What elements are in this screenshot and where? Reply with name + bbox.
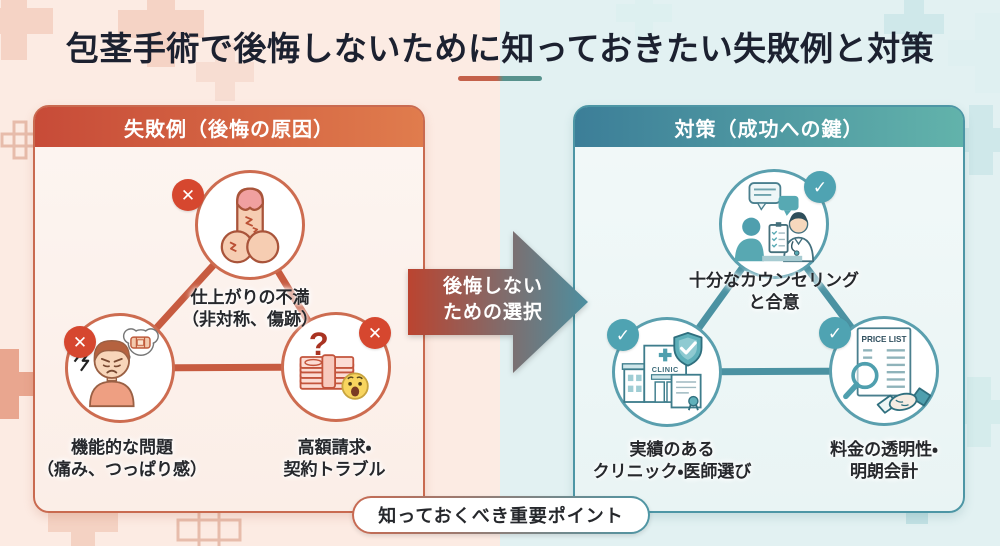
measure-panel-header: 対策（成功への鍵） (575, 107, 963, 147)
x-mark-badge: ✕ (359, 317, 391, 349)
failure-label-money: 高額請求・ 契約トラブル (283, 438, 386, 480)
measure-label-counseling: 十分なカウンセリング と合意 (689, 271, 859, 313)
failure-label-pain: 機能的な問題 （痛み、つっぱり感） (37, 438, 207, 480)
surgery-result-icon (220, 187, 280, 264)
measure-label-price: 料金の透明性・ 明朗会計 (830, 440, 938, 482)
failure-node-result (195, 170, 305, 280)
failure-label-result: 仕上がりの不満 （非対称、傷跡） (182, 288, 318, 330)
price-list-title: PRICE LIST (862, 335, 907, 344)
failure-node-pain (65, 313, 175, 423)
x-mark-badge: ✕ (172, 179, 204, 211)
x-mark: ✕ (367, 323, 383, 343)
question-mark: ? (309, 325, 329, 362)
failure-panel-title: 失敗例（後悔の原因） (124, 118, 334, 141)
failure-panel-header: 失敗例（後悔の原因） (35, 107, 423, 147)
measure-panel: 対策（成功への鍵） (573, 105, 965, 513)
clinic-icon: CLINIC (621, 332, 703, 411)
arrow-label: 後悔しない ための選択 (442, 276, 543, 323)
check-mark: ✓ (827, 323, 843, 343)
x-mark: ✕ (72, 332, 88, 352)
failure-node-money: ? (281, 312, 391, 422)
check-mark: ✓ (812, 177, 828, 197)
measure-panel-title: 対策（成功への鍵） (674, 118, 864, 141)
check-mark-badge: ✓ (607, 319, 639, 351)
measure-label-clinic: 実績のある クリニック・医師選び (592, 440, 752, 482)
check-mark-badge: ✓ (804, 171, 836, 203)
counseling-icon (734, 182, 815, 263)
x-mark: ✕ (180, 185, 196, 205)
footer-key-points-label: 知っておくべき重要ポイント (378, 506, 624, 526)
clinic-sign-text: CLINIC (652, 365, 679, 374)
footer-key-points-pill: 知っておくべき重要ポイント (352, 496, 650, 534)
title-underline (458, 76, 542, 81)
check-mark: ✓ (615, 325, 631, 345)
page-title: 包茎手術で後悔しないために知っておきたい失敗例と対策 (65, 30, 935, 67)
failure-panel: 失敗例（後悔の原因） ✕ 仕上がりの不満 （非対称、傷跡） (33, 105, 425, 513)
pain-person-icon (73, 328, 159, 408)
price-transparency-icon: PRICE LIST (843, 327, 932, 414)
measure-node-price: PRICE LIST (829, 316, 939, 426)
x-mark-badge: ✕ (64, 326, 96, 358)
money-trouble-icon: ? (299, 325, 369, 400)
check-mark-badge: ✓ (819, 317, 851, 349)
transition-arrow (408, 231, 588, 373)
